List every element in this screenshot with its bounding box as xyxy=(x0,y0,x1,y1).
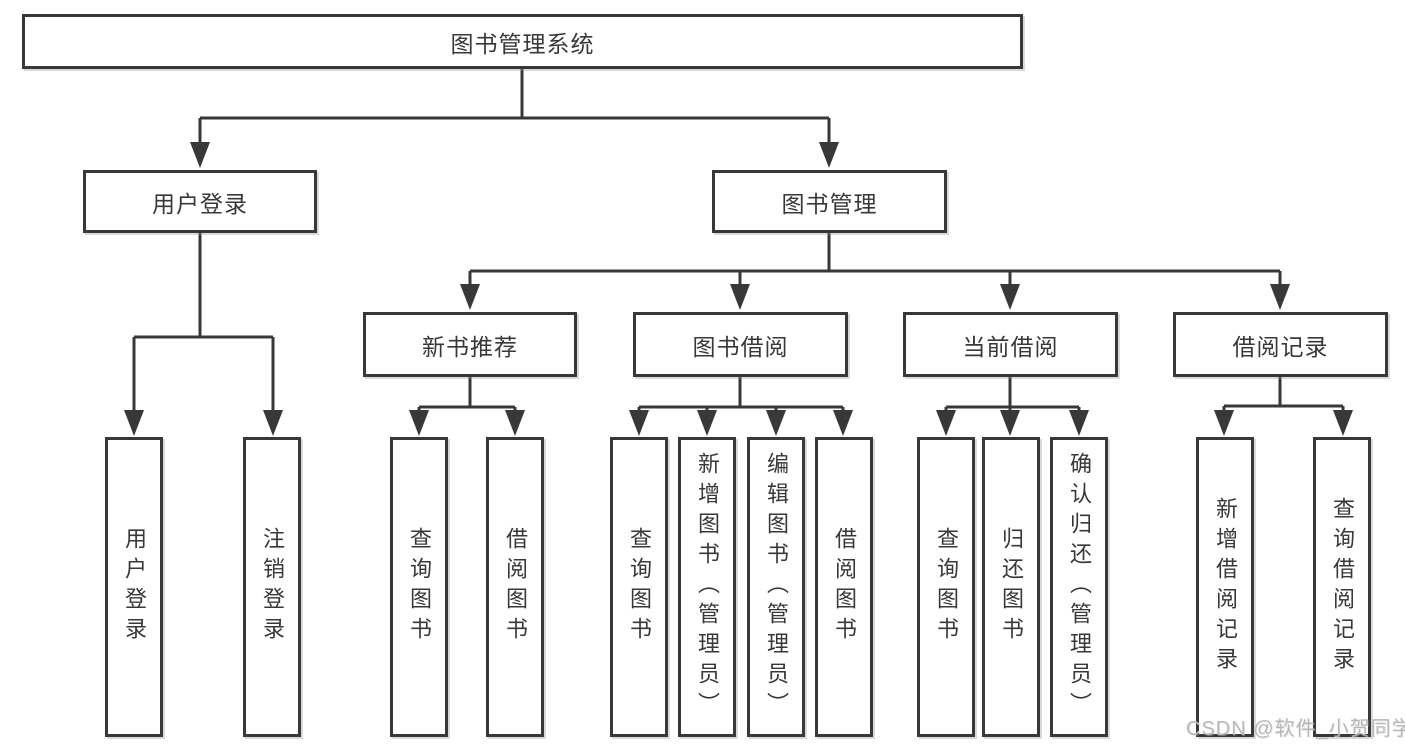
node-new-book-recommend: 新书推荐 xyxy=(363,312,577,377)
leaf-user-login: 用户登录 xyxy=(105,437,163,737)
node-label: 借阅图书 xyxy=(503,527,528,647)
node-label: 查询图书 xyxy=(934,527,959,647)
leaf-add-books-admin: 新增图书（管理员） xyxy=(678,437,736,737)
csdn-watermark: CSDN @软件_小贺同学 xyxy=(1186,718,1405,740)
node-label: 图书管理 xyxy=(781,190,878,217)
node-label: 查询图书 xyxy=(407,527,432,647)
node-label: 图书管理系统 xyxy=(450,30,595,57)
node-label: 新书推荐 xyxy=(422,333,518,360)
node-label: 注销登录 xyxy=(260,527,285,647)
leaf-edit-books-admin: 编辑图书（管理员） xyxy=(747,437,805,737)
node-library-system: 图书管理系统 xyxy=(22,14,1023,69)
leaf-borrow-books: 借阅图书 xyxy=(815,437,873,737)
leaf-add-borrow-record: 新增借阅记录 xyxy=(1196,437,1254,737)
leaf-query-books-current: 查询图书 xyxy=(917,437,975,737)
node-label: 用户登录 xyxy=(122,527,147,647)
leaf-return-books: 归还图书 xyxy=(982,437,1040,737)
leaf-query-books-recommend: 查询图书 xyxy=(390,437,448,737)
node-label: 新增借阅记录 xyxy=(1213,497,1238,677)
node-label: 借阅图书 xyxy=(832,527,857,647)
node-book-borrowing: 图书借阅 xyxy=(633,312,848,377)
node-label: 编辑图书（管理员） xyxy=(764,452,789,722)
node-label: 归还图书 xyxy=(999,527,1024,647)
leaf-confirm-return-admin: 确认归还（管理员） xyxy=(1050,437,1108,737)
node-label: 当前借阅 xyxy=(962,333,1059,360)
node-borrowing-records: 借阅记录 xyxy=(1173,312,1388,377)
node-label: 新增图书（管理员） xyxy=(695,452,720,722)
node-label: 图书借阅 xyxy=(692,333,789,360)
node-current-borrowing: 当前借阅 xyxy=(903,312,1118,377)
node-label: 确认归还（管理员） xyxy=(1067,452,1092,722)
leaf-logout: 注销登录 xyxy=(243,437,301,737)
node-book-management: 图书管理 xyxy=(712,170,947,233)
leaf-borrow-books-recommend: 借阅图书 xyxy=(486,437,544,737)
leaf-query-books-borrowing: 查询图书 xyxy=(610,437,668,737)
node-label: 借阅记录 xyxy=(1232,333,1329,360)
node-label: 查询图书 xyxy=(627,527,652,647)
node-label: 用户登录 xyxy=(152,190,248,217)
node-user-login: 用户登录 xyxy=(83,170,317,233)
leaf-query-borrow-record: 查询借阅记录 xyxy=(1313,437,1371,737)
node-label: 查询借阅记录 xyxy=(1330,497,1355,677)
arrowheads xyxy=(124,142,1353,436)
